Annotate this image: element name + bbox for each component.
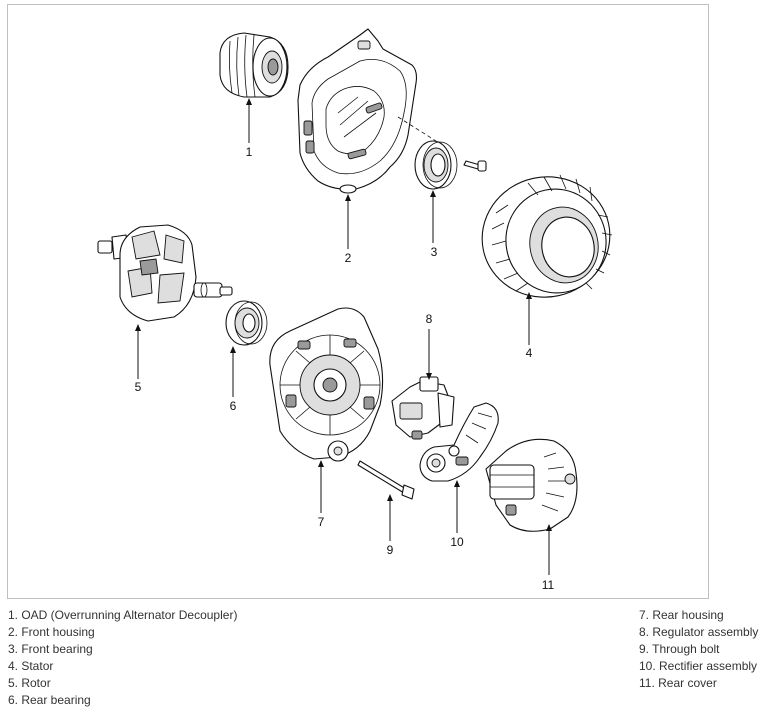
callout-5: 5 bbox=[135, 380, 142, 394]
through-bolt-drawing bbox=[357, 460, 415, 500]
callout-7: 7 bbox=[318, 515, 325, 529]
callout-6: 6 bbox=[230, 399, 237, 413]
rotor-drawing bbox=[97, 224, 233, 322]
legend-item-oad: 1. OAD (Overrunning Alternator Decoupler… bbox=[8, 608, 238, 622]
rectifier-assembly-drawing bbox=[419, 402, 499, 482]
callout-10: 10 bbox=[450, 535, 464, 549]
legend-item-rectifier-assembly: 10. Rectifier assembly bbox=[639, 659, 758, 673]
regulator-assembly-drawing bbox=[391, 376, 455, 440]
legend-item-front-housing: 2. Front housing bbox=[8, 625, 95, 639]
legend-item-rear-housing: 7. Rear housing bbox=[639, 608, 724, 622]
callout-8: 8 bbox=[426, 312, 433, 326]
exploded-diagram: 1 2 3 4 5 6 7 8 9 10 11 bbox=[7, 4, 709, 599]
stator-drawing bbox=[481, 174, 613, 298]
callout-4: 4 bbox=[526, 346, 533, 360]
front-housing-drawing bbox=[297, 28, 418, 194]
legend-item-regulator-assembly: 8. Regulator assembly bbox=[639, 625, 759, 639]
rear-housing-drawing bbox=[269, 307, 384, 462]
front-bearing-drawing bbox=[414, 140, 487, 190]
legend-item-rear-bearing: 6. Rear bearing bbox=[8, 693, 91, 707]
legend-item-rotor: 5. Rotor bbox=[8, 676, 51, 690]
rear-bearing-drawing bbox=[225, 300, 268, 346]
callout-3: 3 bbox=[431, 245, 438, 259]
callout-9: 9 bbox=[387, 543, 394, 557]
legend-item-through-bolt: 9. Through bolt bbox=[639, 642, 720, 656]
diagram-canvas: 1 2 3 4 5 6 7 8 9 10 11 bbox=[97, 28, 613, 592]
oad-pulley-drawing bbox=[219, 32, 289, 98]
parts-legend-right: 7. Rear housing 8. Regulator assembly 9.… bbox=[639, 607, 758, 692]
leader-lines bbox=[135, 98, 552, 575]
callout-11: 11 bbox=[542, 578, 555, 592]
legend-item-front-bearing: 3. Front bearing bbox=[8, 642, 93, 656]
callout-1: 1 bbox=[246, 145, 253, 159]
rear-cover-drawing bbox=[485, 438, 578, 532]
legend-item-rear-cover: 11. Rear cover bbox=[639, 676, 717, 690]
legend-item-stator: 4. Stator bbox=[8, 659, 54, 673]
callout-2: 2 bbox=[345, 251, 352, 265]
parts-legend-left: 1. OAD (Overrunning Alternator Decoupler… bbox=[8, 607, 237, 709]
